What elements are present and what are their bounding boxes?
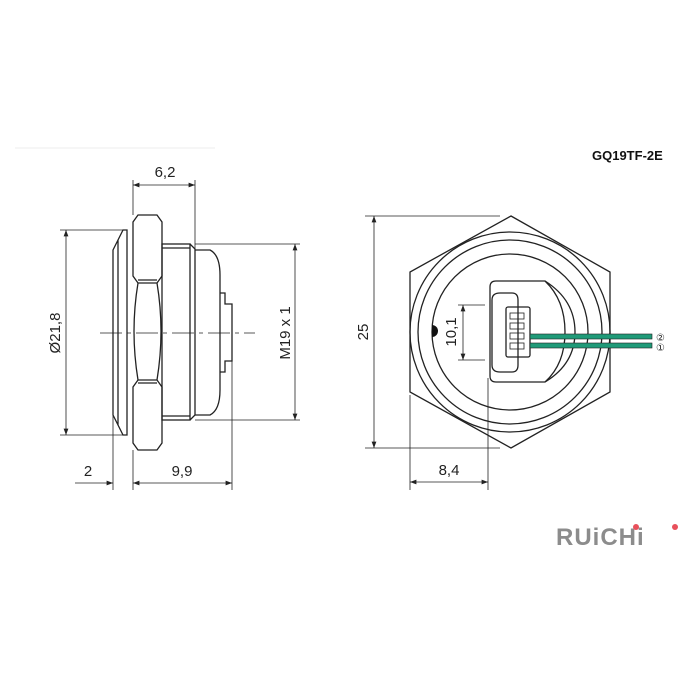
body	[161, 243, 191, 421]
orientation-dot	[432, 325, 438, 337]
outer-ring	[409, 231, 611, 433]
plug-slots	[509, 312, 525, 350]
wire-label-2: ②	[656, 333, 665, 344]
flange	[112, 229, 128, 436]
dim-height: 25	[355, 324, 372, 341]
dim-flange: 2	[84, 463, 92, 480]
dim-width-top: 6,2	[155, 164, 176, 181]
dim-length: 9,9	[172, 463, 193, 480]
front-view: ② ① 10,1 25 8,4	[355, 215, 665, 490]
wire-1	[529, 342, 653, 349]
cap	[195, 249, 221, 416]
wire-label-1: ①	[656, 343, 665, 354]
nut	[132, 214, 163, 451]
logo-text: RUiCHi	[556, 524, 645, 551]
side-view: 6,2 Ø21,8 M19 x 1 2 9,9	[47, 164, 300, 490]
connector-stub	[220, 292, 233, 373]
dim-diameter: Ø21,8	[47, 313, 64, 354]
wire-2	[529, 333, 653, 340]
model-title: GQ19TF-2E	[592, 148, 663, 163]
dim-connector: 10,1	[443, 317, 460, 346]
plug	[505, 306, 531, 358]
hex-nut	[409, 215, 611, 449]
dim-thread: M19 x 1	[277, 306, 294, 359]
dim-offset: 8,4	[439, 462, 460, 479]
middle-ring	[417, 239, 603, 425]
brand-logo: RUiCHi	[556, 524, 678, 551]
connector-housing	[489, 280, 576, 383]
ring	[189, 243, 196, 421]
